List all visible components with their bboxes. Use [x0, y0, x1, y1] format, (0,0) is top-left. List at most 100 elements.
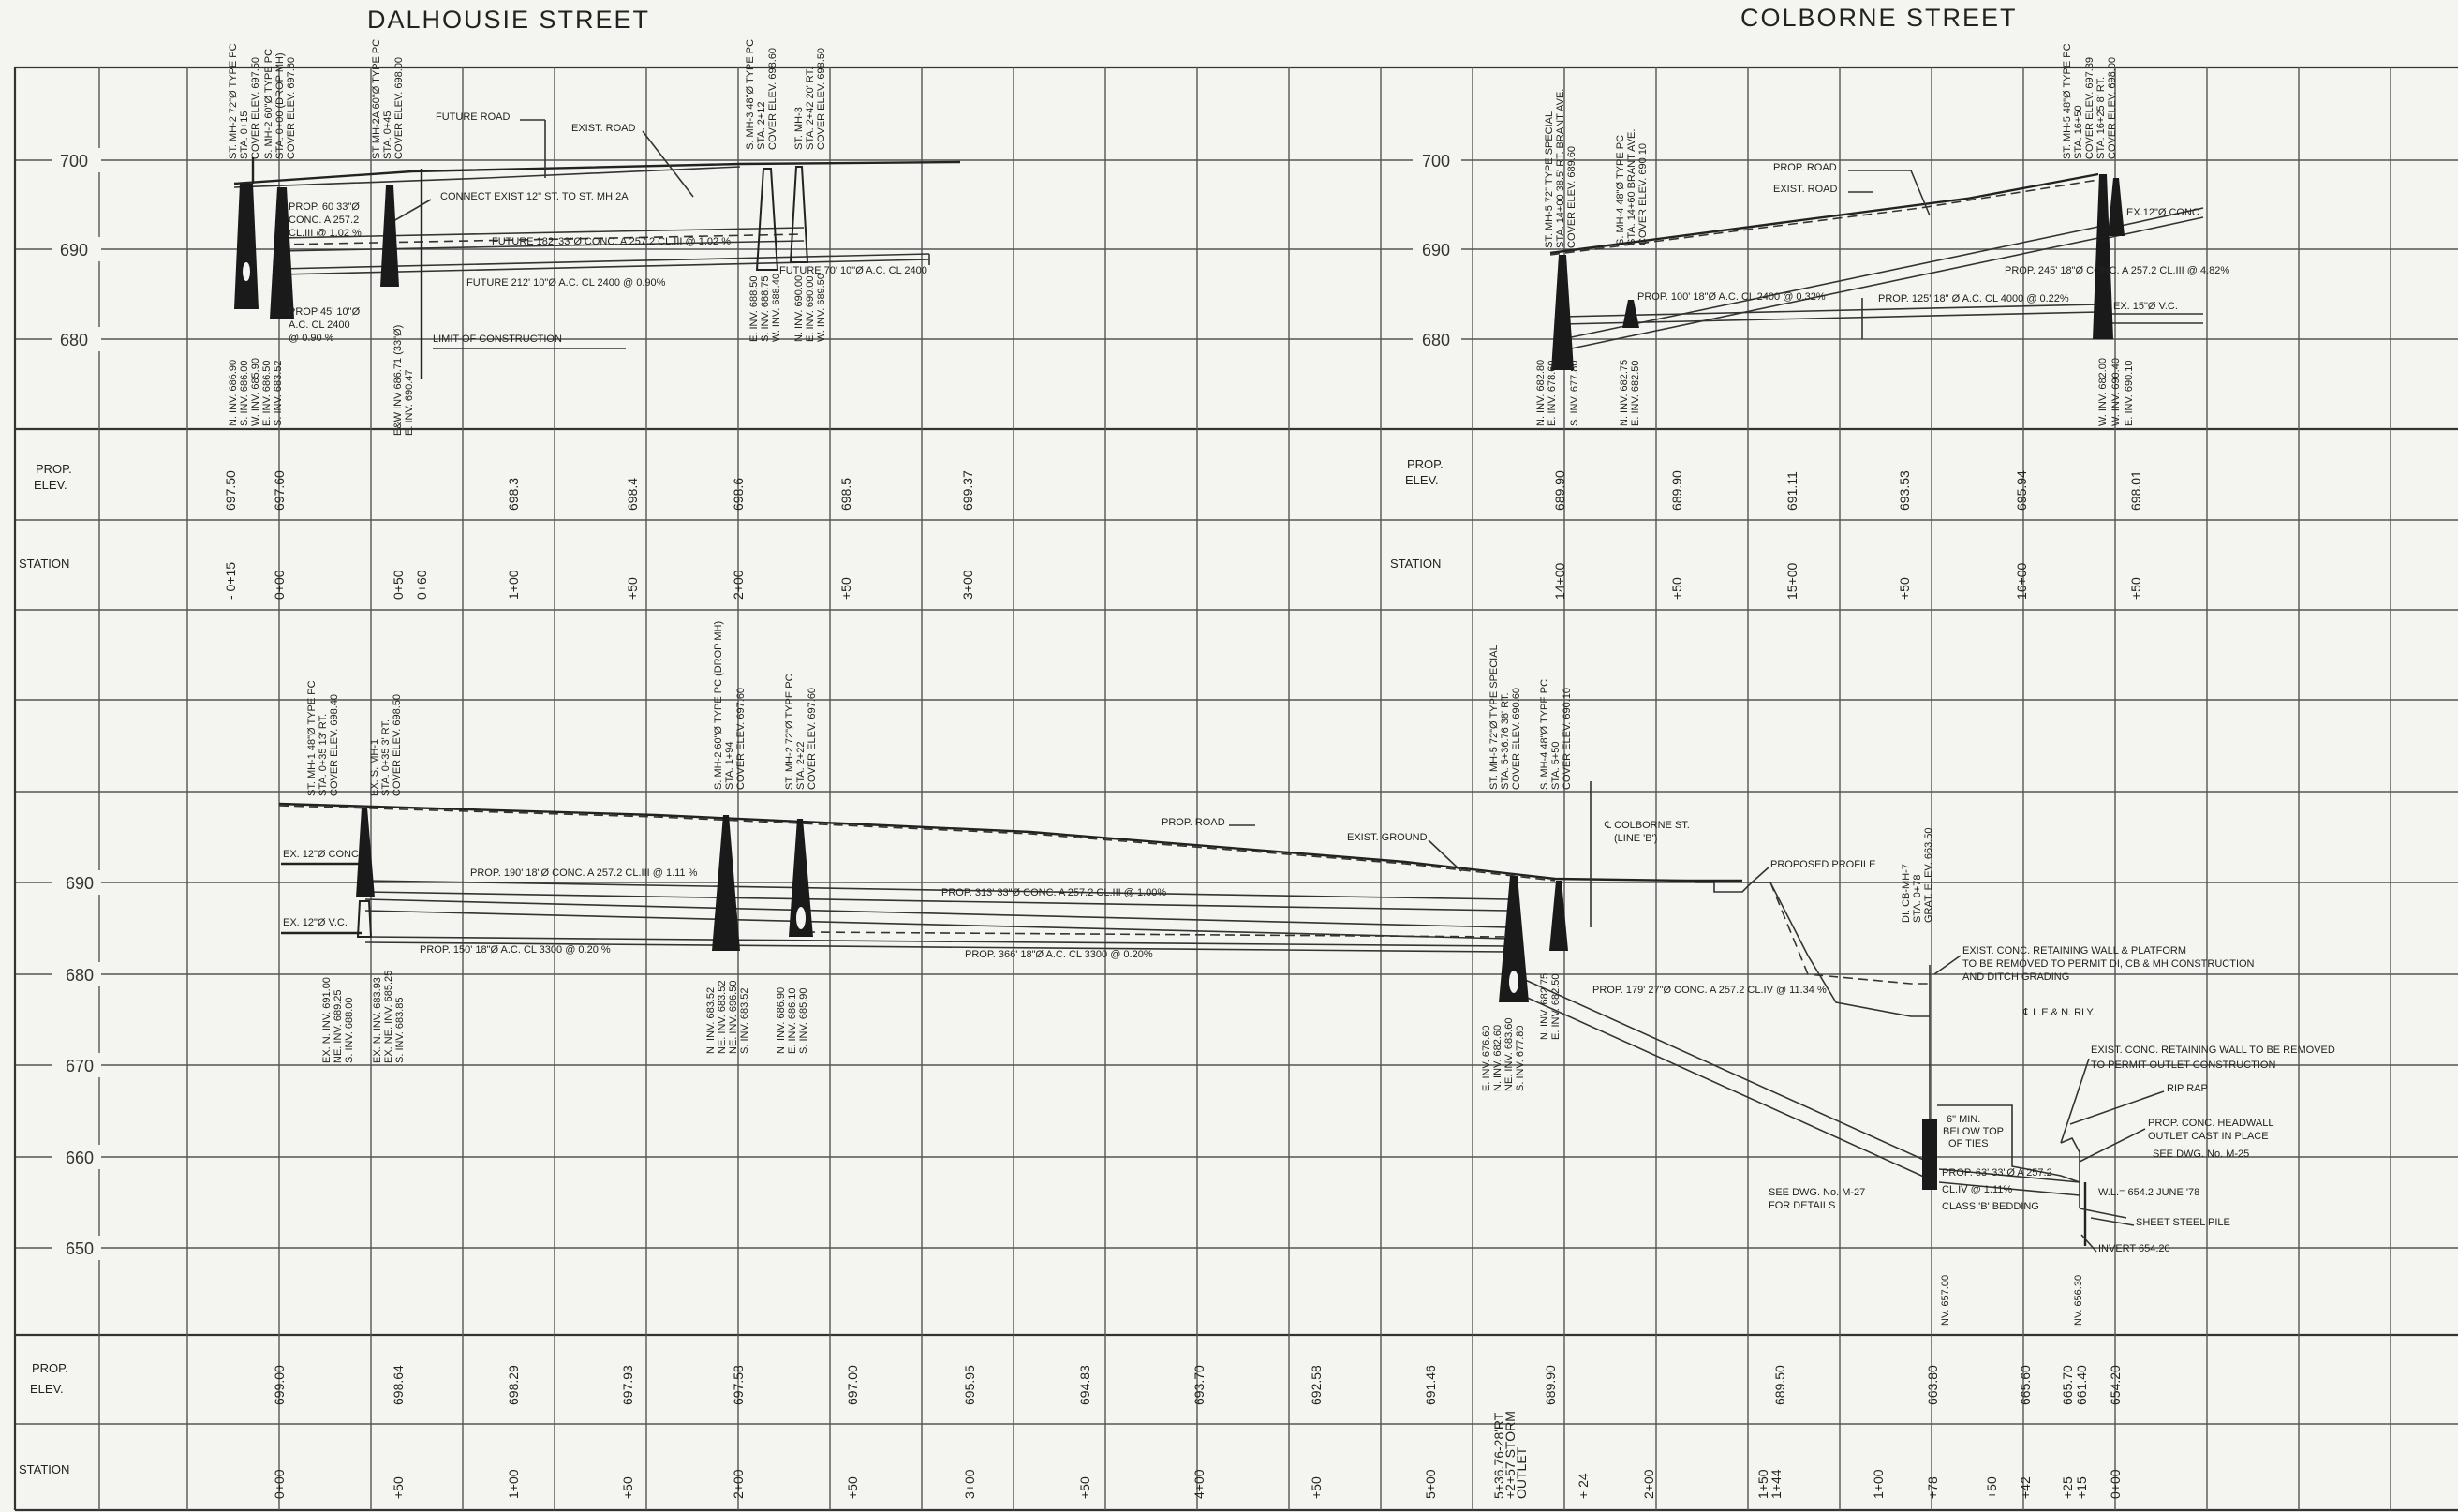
vertical-annotation: STA. 2+12: [756, 102, 767, 150]
prop-elev-value: 695.94: [2014, 470, 2029, 511]
vertical-annotation: EX. S. MH-1: [369, 739, 380, 796]
elevation-label: 660: [66, 1149, 94, 1167]
station-value: 0+00: [272, 570, 287, 600]
vertical-annotation: GRAT. ELEV. 663.50: [1923, 827, 1934, 923]
row-label-station-right: STATION: [1390, 556, 1441, 571]
annotation-note: @ 0.90 %: [289, 333, 334, 344]
pipe-18-steep-bottom: [1562, 237, 2099, 351]
ditch-inlet-cb-mh-7: [1922, 1119, 1937, 1190]
annotation-note: FUTURE 70' 10"Ø A.C. CL 2400: [779, 265, 927, 276]
vertical-annotation: S. MH-3 48"Ø TYPE PC: [745, 39, 756, 150]
station-value: +50: [1897, 577, 1912, 600]
annotation-note: A.C. CL 2400: [289, 319, 350, 331]
pipe-bottom-33-b: [364, 910, 1509, 940]
prop-elev-value: 663.80: [1925, 1365, 1940, 1405]
leader-prop-road-right-2: [1910, 170, 1931, 216]
vertical-annotation: COVER ELEV. 698.00: [393, 57, 405, 159]
vertical-annotation: N. INV. 683.52: [705, 987, 717, 1054]
prop-elev-value: 689.90: [1543, 1365, 1558, 1405]
annotation-note: PROP 45' 10"Ø: [289, 306, 361, 318]
annotation-note: 6" MIN.: [1947, 1114, 1980, 1125]
station-value: +50: [1984, 1476, 1999, 1499]
vertical-annotation: S. INV. 677.80: [1569, 360, 1580, 426]
vertical-annotation: NE. INV. 683.52: [717, 981, 728, 1054]
vertical-annotation: N. INV. 682.75: [1539, 973, 1550, 1040]
annotation-note: EX.12"Ø CONC.: [2126, 207, 2202, 218]
station-value: +50: [838, 577, 853, 600]
annotation-note: FOR DETAILS: [1769, 1200, 1835, 1211]
vertical-annotation: NE. INV. 696.50: [728, 981, 739, 1054]
vertical-annotation: NE. INV. 689.25: [333, 990, 344, 1063]
prop-elev-value: 697.58: [731, 1365, 746, 1405]
vertical-annotation: EX. N. INV. 683.93: [372, 977, 383, 1063]
outlet-pipe-b: [1938, 1181, 2080, 1196]
vertical-annotation: W. INV. 682.00: [2097, 358, 2109, 426]
row-label-station-bottom: STATION: [19, 1462, 69, 1476]
row-label-prop-right: PROP.: [1407, 457, 1444, 471]
station-value: 16+00: [2014, 562, 2029, 600]
annotation-note: OUTLET CAST IN PLACE: [2148, 1131, 2269, 1142]
ground-profile-dash: [1769, 882, 1930, 985]
vertical-annotation: COVER ELEV. 690.60: [1511, 688, 1522, 790]
vertical-annotation: STA. 0+78: [1912, 875, 1923, 923]
vertical-annotation: STA. 0+15: [239, 111, 250, 159]
annotation-note: SEE DWG. No. M-25: [2153, 1149, 2249, 1160]
exist-ground-line-bottom: [278, 805, 1556, 882]
manhole-s-mh-3: [755, 168, 779, 271]
vertical-annotation: E. INV. 686.50: [261, 360, 273, 426]
annotation-note: EX. 12"Ø V.C.: [283, 917, 348, 928]
vertical-annotation: E. INV. 682.50: [1550, 973, 1562, 1040]
vertical-annotation: S. INV. 683.52: [273, 360, 284, 426]
leader-retaining-wall: [1933, 955, 1962, 975]
annotation-note: EXIST. CONC. RETAINING WALL TO BE REMOVE…: [2091, 1045, 2335, 1056]
prop-elev-value: 689.90: [1552, 470, 1567, 511]
annotation-note: TO PERMIT OUTLET CONSTRUCTION: [2091, 1060, 2275, 1071]
vertical-annotation: ST. MH-1 48"Ø TYPE PC: [306, 680, 318, 796]
profile-top-right: [1549, 170, 2204, 370]
annotation-note: PROP. 60 33"Ø: [289, 201, 360, 213]
vertical-annotation: E. INV. 690.00: [805, 275, 816, 342]
annotation-note: FUTURE 182' 33"Ø CONC. A 257.2 CL.III @ …: [492, 236, 731, 247]
station-value: 2+00: [1641, 1469, 1656, 1499]
vertical-annotation: E. INV. 686.10: [787, 987, 798, 1054]
station-value: 2+00: [731, 570, 746, 600]
annotation-note: PROP. 125' 18" Ø A.C. CL 4000 @ 0.22%: [1878, 293, 2069, 304]
vertical-annotation: COVER ELEV. 698.40: [329, 694, 340, 796]
prop-elev-value: 665.60: [2018, 1365, 2033, 1405]
vertical-annotation: ST. MH-5 72" TYPE SPECIAL: [1544, 111, 1555, 248]
annotation-note: PROP. ROAD: [1773, 162, 1837, 173]
row-label-elev-right: ELEV.: [1405, 473, 1439, 487]
annotation-note: PROP. CONC. HEADWALL: [2148, 1118, 2273, 1129]
leader-proposed-profile: [1751, 867, 1769, 883]
annotation-note: PROP. 179' 27"Ø CONC. A 257.2 CL.IV @ 11…: [1592, 985, 1827, 996]
connect-leader: [392, 199, 432, 222]
vertical-annotation: STA. 16+25 8' RT.: [2095, 77, 2107, 159]
elevation-label: 680: [1422, 331, 1450, 349]
pipe-bottom-ac-a: [364, 936, 1509, 947]
steep-pipe-27-a: [1512, 973, 1929, 1163]
station-value: 1+50: [1755, 1469, 1770, 1499]
vertical-annotation: ST MH-2A 60"Ø TYPE PC: [371, 39, 382, 159]
manhole-st-mh-2: [234, 184, 259, 309]
leader-headwall: [2079, 1128, 2146, 1163]
vertical-annotation: STA. 0+45: [382, 111, 393, 159]
prop-elev-value: 665.70: [2060, 1365, 2075, 1405]
annotation-note: EX. 15"Ø V.C.: [2113, 301, 2178, 312]
prop-elev-value: 695.95: [962, 1365, 977, 1405]
proposed-profile-drop: [1695, 882, 1930, 1017]
station-value: +50: [1309, 1476, 1324, 1499]
steep-pipe-27-b: [1512, 990, 1929, 1179]
annotation-note: CL.IV @ 1.11%: [1942, 1184, 2012, 1195]
annotation-note: (LINE 'B'): [1614, 833, 1657, 844]
annotation-note: SHEET STEEL PILE: [2136, 1217, 2230, 1228]
manhole-s-mh-4-bottom: [1549, 881, 1568, 951]
prop-elev-value: 698.64: [391, 1365, 406, 1405]
exist-road-line-right: [1549, 179, 2099, 256]
station-value: 4+00: [1192, 1469, 1207, 1499]
station-value: 0+50: [391, 570, 406, 600]
vertical-annotation: N. INV. 682.80: [1535, 360, 1547, 426]
